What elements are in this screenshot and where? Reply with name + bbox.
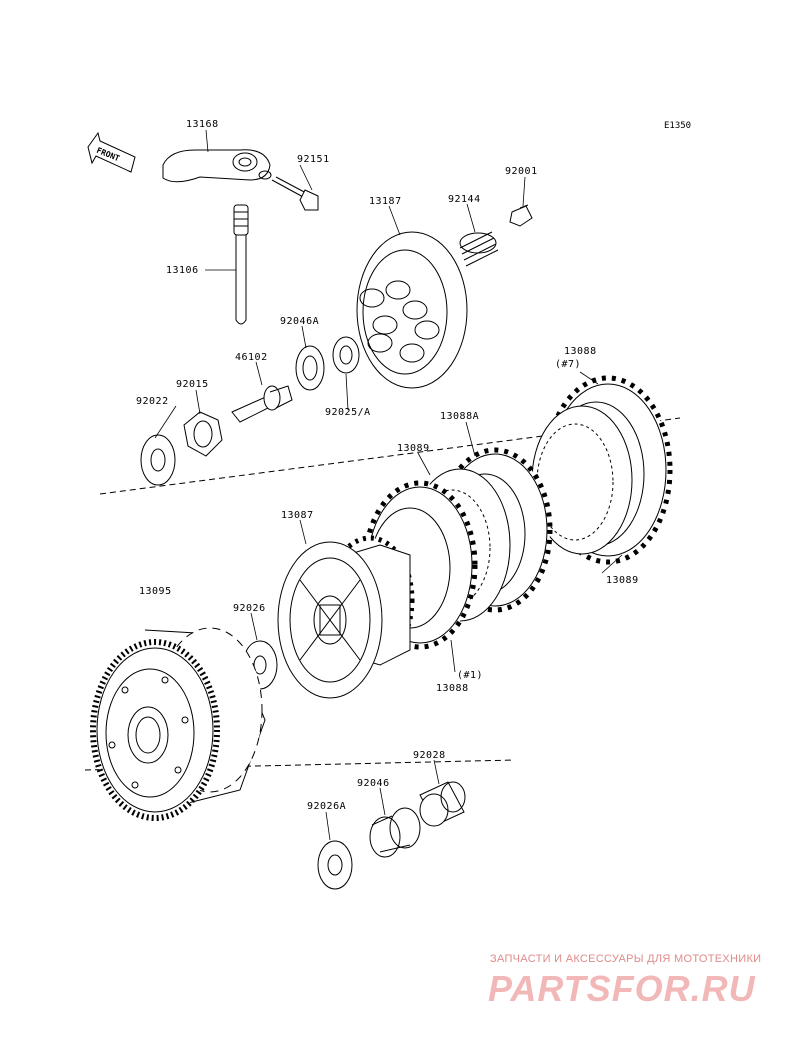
watermark-logo: PARTSFOR.RU (488, 968, 756, 1009)
label-92015: 92015 (176, 379, 209, 390)
label-13088a: 13088A (440, 411, 480, 422)
clutch-hub (277, 535, 415, 699)
label-92046: 92046 (357, 778, 390, 789)
label-13089-right: 13089 (606, 575, 639, 586)
leader-lines (154, 129, 623, 841)
label-13168: 13168 (186, 119, 219, 130)
thrust-bearing (295, 345, 325, 391)
label-13088-top: 13088 (564, 346, 597, 357)
washer-92026a (317, 840, 353, 890)
label-92026a: 92026A (307, 801, 347, 812)
push-rod (233, 204, 249, 325)
release-lever (162, 149, 272, 183)
label-92001: 92001 (505, 166, 538, 177)
label-13106: 13106 (166, 265, 199, 276)
label-92025a: 92025/A (325, 407, 371, 418)
label-13095: 13095 (139, 586, 172, 597)
diagram-code: E1350 (664, 121, 692, 131)
label-13187: 13187 (369, 196, 402, 207)
label-13088-bottom: 13088 (436, 683, 469, 694)
screw-92001 (509, 204, 533, 227)
label-92026: 92026 (233, 603, 266, 614)
label-92144: 92144 (448, 194, 481, 205)
pressure-plate (356, 231, 468, 389)
watermark-tagline: ЗАПЧАСТИ И АКСЕССУАРЫ ДЛЯ МОТОТЕХНИКИ (490, 953, 762, 965)
label-92046a: 92046A (280, 316, 320, 327)
nut-92015 (183, 411, 223, 457)
label-92028: 92028 (413, 750, 446, 761)
label-13089-left: 13089 (397, 443, 430, 454)
label-92151: 92151 (297, 154, 330, 165)
spring-92144 (459, 231, 499, 267)
front-arrow-icon (87, 131, 136, 173)
clutch-housing (90, 627, 266, 821)
label-13088-top-qty: (#7) (555, 359, 582, 370)
label-13088-bottom-qty: (#1) (457, 670, 484, 681)
label-46102: 46102 (235, 352, 268, 363)
label-92022: 92022 (136, 396, 169, 407)
sleeve-92028 (419, 781, 466, 827)
washer-92022 (140, 434, 176, 486)
bolt-92151 (271, 176, 319, 211)
washer-92025 (332, 336, 360, 374)
label-13087: 13087 (281, 510, 314, 521)
needle-bearing (369, 807, 421, 858)
shaft-46102 (231, 385, 293, 423)
